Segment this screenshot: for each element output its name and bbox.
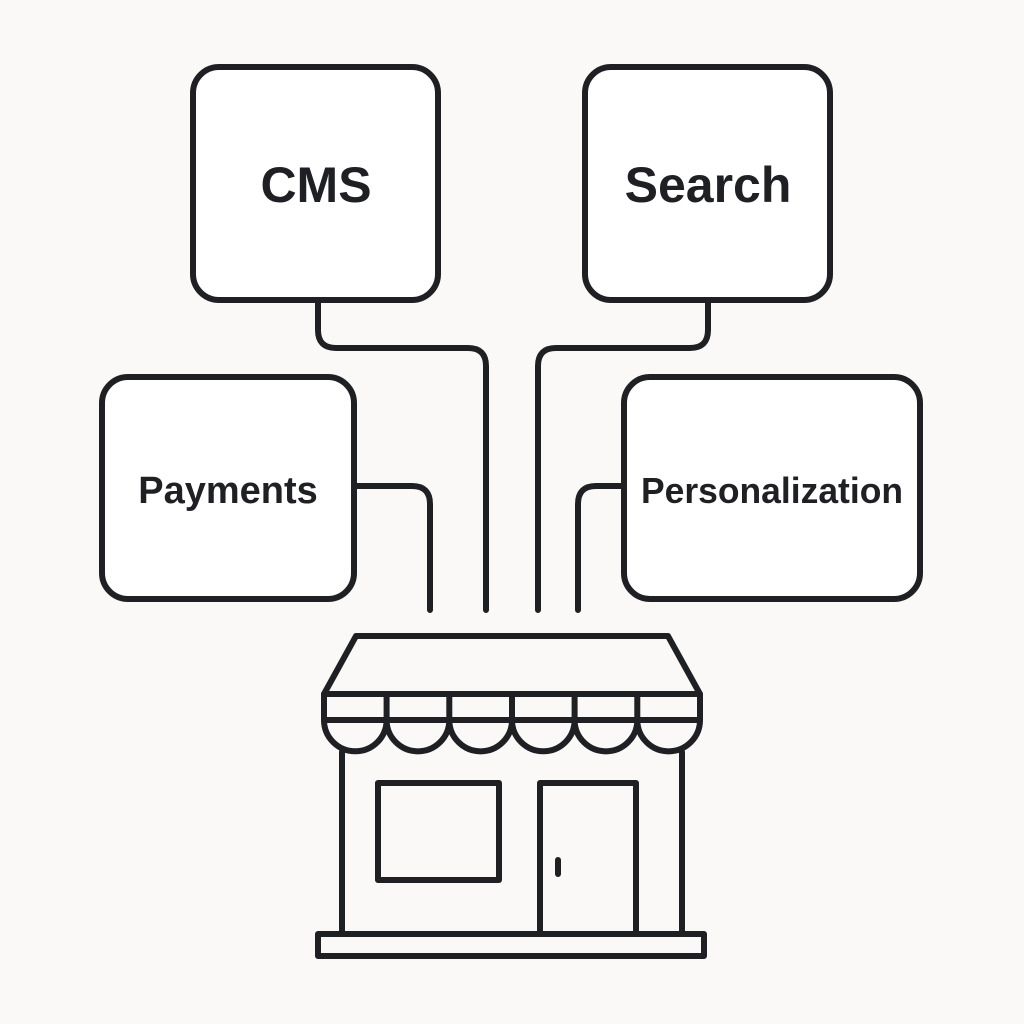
connector-personalization <box>575 483 627 613</box>
node-cms-box <box>190 64 441 303</box>
storefront-icon <box>315 633 707 959</box>
node-payments-box <box>99 374 357 602</box>
storefront-door <box>537 780 639 937</box>
connectors <box>315 297 711 613</box>
node-payments-label: Payments <box>138 470 318 512</box>
storefront-window <box>375 780 502 883</box>
node-search: Search <box>582 64 833 303</box>
node-cms: CMS <box>190 64 441 303</box>
node-personalization-label: Personalization <box>641 470 903 511</box>
connector-search <box>535 297 711 613</box>
node-search-box <box>582 64 833 303</box>
connector-payments <box>351 483 433 613</box>
storefront-awning-dividers <box>383 691 641 723</box>
node-personalization-box <box>621 374 923 602</box>
storefront-awning-scallops <box>321 717 703 755</box>
node-search-label: Search <box>625 157 792 213</box>
storefront-roof <box>321 633 703 697</box>
connector-cms <box>315 297 489 613</box>
storefront-walls <box>339 749 685 937</box>
node-personalization: Personalization <box>621 374 923 602</box>
storefront-base <box>315 931 707 959</box>
node-cms-label: CMS <box>260 157 371 213</box>
node-payments: Payments <box>99 374 357 602</box>
